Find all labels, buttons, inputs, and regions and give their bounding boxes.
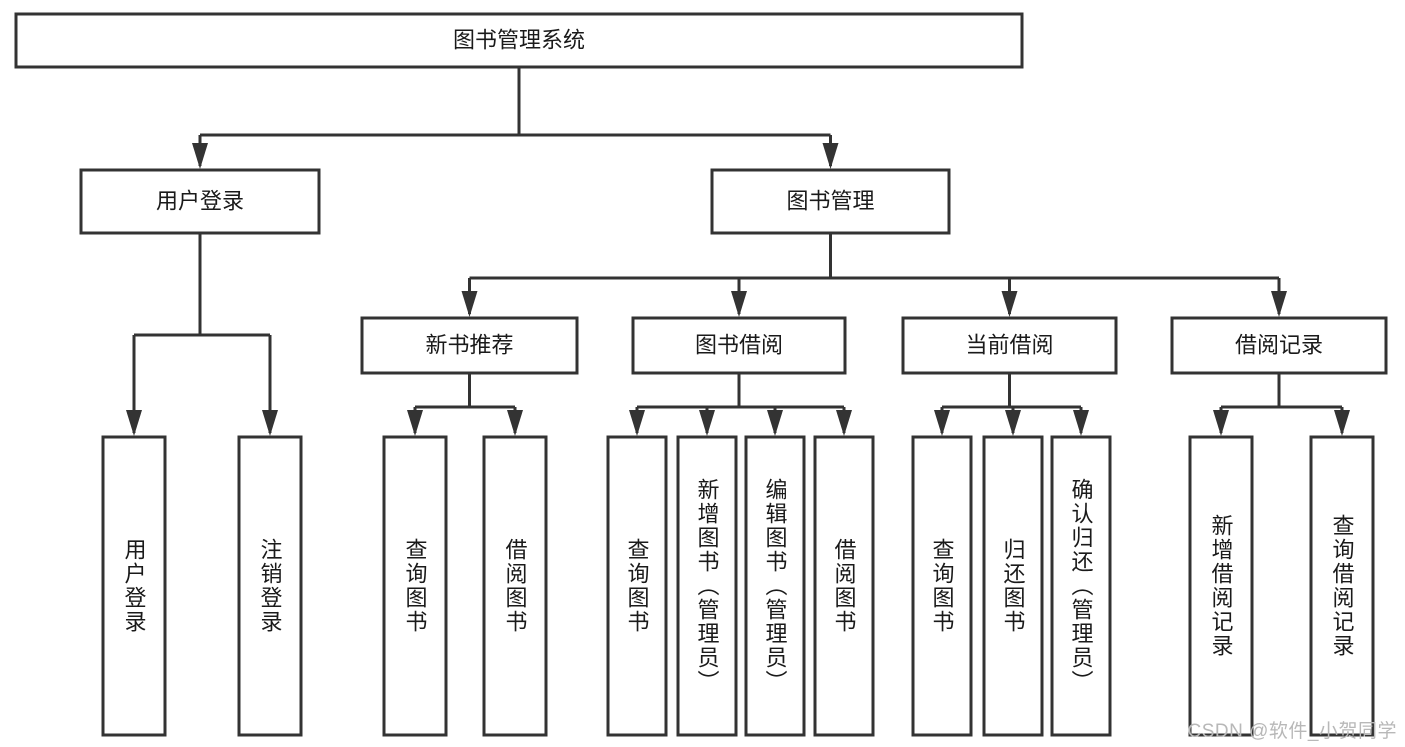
node-box[interactable] [710,168,951,235]
node-box[interactable] [744,435,806,737]
node-leaf[interactable] [1309,435,1375,737]
arrow-head-icon [836,410,852,436]
node-box[interactable] [360,316,579,375]
node-box-layer [14,12,1388,737]
node-box[interactable] [813,435,875,737]
node-box[interactable] [1188,435,1254,737]
arrow-head-icon [629,410,645,436]
node-box[interactable] [606,435,668,737]
node-level3[interactable] [631,316,847,375]
node-leaf[interactable] [482,435,548,737]
arrow-head-icon [822,143,839,169]
node-box[interactable] [1050,435,1112,737]
node-box[interactable] [14,12,1024,69]
arrow-head-icon [1334,410,1350,436]
arrow-head-icon [1005,410,1021,436]
arrow-head-icon [262,410,278,436]
node-box[interactable] [911,435,973,737]
arrow-head-icon [507,410,523,436]
node-box[interactable] [1309,435,1375,737]
node-box[interactable] [901,316,1118,375]
arrow-head-icon [1271,291,1287,317]
node-leaf[interactable] [382,435,448,737]
node-box[interactable] [101,435,167,737]
node-label-level2-0: 用户登录 [156,188,244,213]
node-label-level3-0: 新书推荐 [425,332,513,357]
node-root[interactable] [14,12,1024,69]
node-level3[interactable] [360,316,579,375]
node-leaf[interactable] [676,435,738,737]
arrow-head-icon [1213,410,1229,436]
node-box[interactable] [382,435,448,737]
node-leaf[interactable] [101,435,167,737]
node-label-level3-2: 当前借阅 [965,332,1053,357]
node-box[interactable] [79,168,321,235]
node-box[interactable] [676,435,738,737]
node-level3[interactable] [1170,316,1388,375]
node-level2[interactable] [79,168,321,235]
node-leaf[interactable] [911,435,973,737]
arrow-head-icon [699,410,715,436]
node-level3[interactable] [901,316,1118,375]
arrow-head-icon [461,291,478,317]
node-label-root-0: 图书管理系统 [453,27,585,52]
connector-layer [126,67,1350,436]
node-box[interactable] [631,316,847,375]
node-label-level3-3: 借阅记录 [1235,332,1323,357]
arrow-head-icon [126,410,142,436]
arrow-head-icon [934,410,950,436]
node-leaf[interactable] [1050,435,1112,737]
node-level2[interactable] [710,168,951,235]
arrow-head-icon [767,410,783,436]
node-leaf[interactable] [813,435,875,737]
arrow-head-icon [731,291,747,317]
watermark-text: CSDN @软件_小贺同学 [1187,721,1397,742]
node-box[interactable] [982,435,1044,737]
arrow-head-icon [1001,291,1018,317]
arrow-head-icon [1073,410,1089,436]
node-leaf[interactable] [1188,435,1254,737]
arrow-head-icon [192,143,208,169]
node-box[interactable] [237,435,303,737]
node-box[interactable] [482,435,548,737]
node-leaf[interactable] [744,435,806,737]
node-label-level2-1: 图书管理 [786,188,874,213]
node-leaf[interactable] [237,435,303,737]
node-box[interactable] [1170,316,1388,375]
node-leaf[interactable] [606,435,668,737]
node-label-level3-1: 图书借阅 [695,332,783,357]
node-leaf[interactable] [982,435,1044,737]
arrow-head-icon [407,410,423,436]
